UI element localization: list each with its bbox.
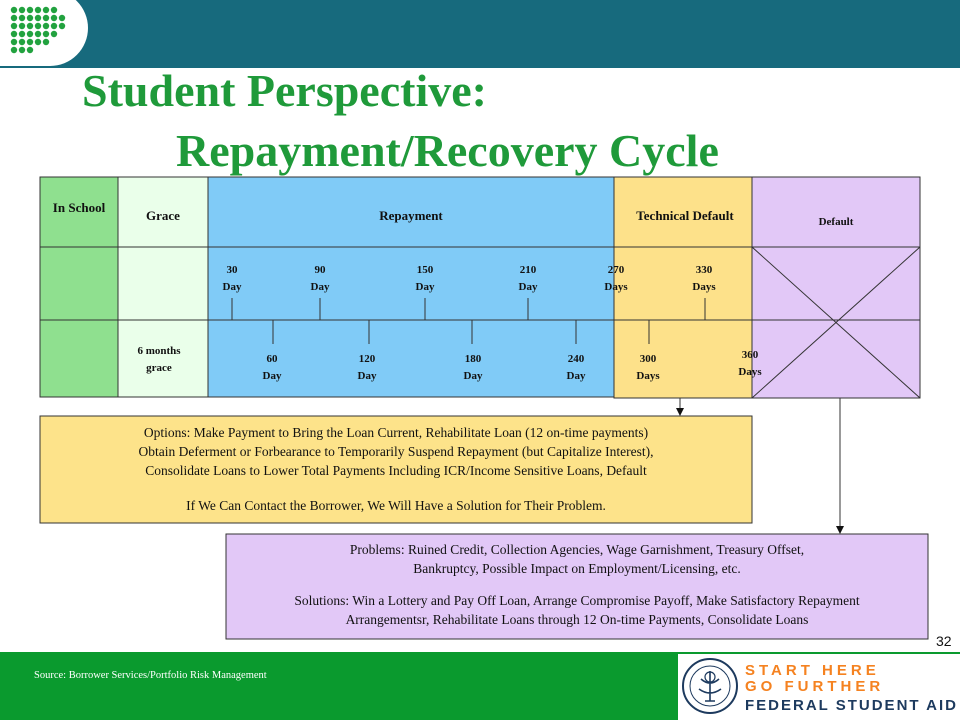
title-line-2: Repayment/Recovery Cycle [176, 125, 719, 176]
solutions-line-1: Solutions: Win a Lottery and Pay Off Loa… [294, 592, 860, 608]
in-school-label: In School [52, 200, 106, 215]
arrow-to-problems-head [836, 526, 844, 534]
grace-detail-label: 6 months grace [137, 345, 181, 375]
options-box [39, 415, 753, 524]
in-school-column [39, 176, 119, 398]
day-number: 300 [639, 353, 657, 365]
default-column [751, 176, 921, 399]
header-bar [0, 0, 960, 68]
brand-line-1: START HERE [745, 662, 880, 679]
day-number: 270 [607, 264, 625, 276]
day-unit: Day [262, 370, 282, 383]
day-number: 210 [519, 264, 537, 276]
options-line-1: Options: Make Payment to Bring the Loan … [143, 425, 649, 440]
grace-column [117, 176, 209, 398]
day-number: 240 [567, 353, 585, 365]
page-number: 32 [936, 633, 952, 649]
day-number: 90 [314, 264, 326, 276]
day-number: 120 [358, 353, 376, 365]
repayment-column [207, 176, 615, 398]
day-unit: Day [463, 370, 483, 383]
options-line-2: Obtain Deferment or Forbearance to Tempo… [138, 443, 654, 459]
day-number: 60 [266, 353, 278, 365]
day-unit: Day [415, 281, 435, 294]
day-number: 150 [416, 264, 434, 276]
repayment-label: Repayment [379, 208, 443, 223]
problems-text: Problems: Ruined Credit, Collection Agen… [230, 541, 924, 630]
day-number: 30 [226, 264, 238, 276]
day-unit: Day [222, 281, 242, 294]
day-unit: Days [692, 281, 716, 294]
day-unit: Day [566, 370, 586, 383]
department-of-education-seal-icon [682, 658, 738, 714]
day-unit: Day [310, 281, 330, 294]
options-line-4: If We Can Contact the Borrower, We Will … [186, 497, 606, 513]
options-line-3: Consolidate Loans to Lower Total Payment… [145, 462, 647, 478]
brand-line-2: GO FURTHER [745, 678, 885, 695]
default-label: Default [818, 216, 854, 228]
day-unit: Day [518, 281, 538, 294]
source-note: Source: Borrower Services/Portfolio Risk… [34, 670, 267, 681]
day-number: 330 [695, 264, 713, 276]
problems-line-1: Problems: Ruined Credit, Collection Agen… [349, 542, 805, 557]
day-unit: Days [604, 281, 628, 294]
day-number: 360 [741, 349, 759, 361]
day-unit: Days [636, 370, 660, 383]
solutions-line-2: Arrangementsr, Rehabilitate Loans throug… [345, 611, 809, 627]
day-number: 180 [464, 353, 482, 365]
arrow-to-options-head [676, 408, 684, 416]
day-unit: Days [738, 366, 762, 379]
day-unit: Day [357, 370, 377, 383]
brand-line-3: FEDERAL STUDENT AID [745, 697, 959, 714]
options-text: Options: Make Payment to Bring the Loan … [44, 424, 748, 516]
default-cross-line-2 [751, 246, 921, 399]
problems-box [225, 533, 929, 640]
technical-default-label: Technical Default [636, 208, 734, 223]
problems-line-2: Bankruptcy, Possible Impact on Employmen… [413, 560, 741, 576]
grace-label: Grace [146, 208, 180, 223]
fsa-dot-logo-icon [10, 6, 66, 54]
title-line-1: Student Perspective: [82, 65, 487, 116]
technical-default-column [613, 176, 753, 399]
